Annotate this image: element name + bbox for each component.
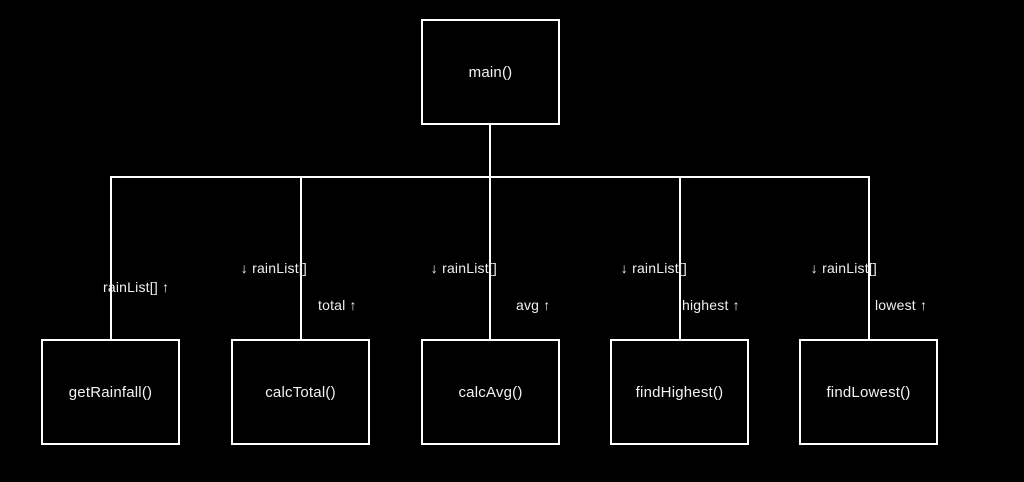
flow-label-findhighest-out: highest ↑ xyxy=(682,297,740,313)
flow-label-findhighest-in: ↓ rainList[] xyxy=(620,260,687,276)
connector-drop-calctotal xyxy=(300,176,302,340)
node-calcavg-label: calcAvg() xyxy=(458,383,523,401)
node-findhighest-label: findHighest() xyxy=(635,383,724,401)
flow-label-findlowest-in: ↓ rainList[] xyxy=(810,260,877,276)
flow-label-findlowest-out: lowest ↑ xyxy=(875,297,928,313)
connector-drop-findhighest xyxy=(679,176,681,340)
flow-label-calcavg-in: ↓ rainList[] xyxy=(430,260,497,276)
node-calctotal-label: calcTotal() xyxy=(265,383,336,401)
connector-drop-getrainfall xyxy=(110,176,112,340)
flow-label-getrainfall-out: rainList[] ↑ xyxy=(103,279,170,295)
flow-label-calctotal-in: ↓ rainList[] xyxy=(240,260,307,276)
connector-main-stem xyxy=(489,125,491,177)
node-calcavg: calcAvg() xyxy=(421,339,560,445)
node-findlowest: findLowest() xyxy=(799,339,938,445)
connector-drop-findlowest xyxy=(868,176,870,340)
node-main: main() xyxy=(421,19,560,125)
connector-drop-calcavg xyxy=(489,176,491,340)
node-getrainfall: getRainfall() xyxy=(41,339,180,445)
node-findhighest: findHighest() xyxy=(610,339,749,445)
flow-label-calctotal-out: total ↑ xyxy=(318,297,357,313)
node-getrainfall-label: getRainfall() xyxy=(68,383,153,401)
node-calctotal: calcTotal() xyxy=(231,339,370,445)
node-findlowest-label: findLowest() xyxy=(826,383,911,401)
node-main-label: main() xyxy=(468,63,513,81)
flow-label-calcavg-out: avg ↑ xyxy=(516,297,551,313)
